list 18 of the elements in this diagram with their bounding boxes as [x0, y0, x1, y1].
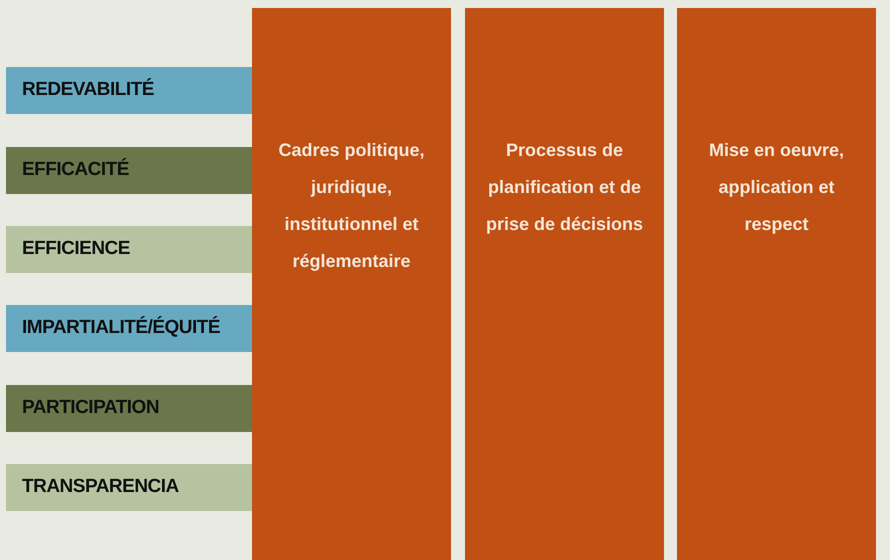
principle-band — [6, 385, 252, 432]
stage-column — [252, 8, 451, 560]
band-label: EFFICACITÉ — [22, 159, 129, 181]
band-label: IMPARTIALITÉ/ÉQUITÉ — [22, 317, 220, 339]
band-label: REDEVABILITÉ — [22, 79, 154, 101]
band-label: EFFICIENCE — [22, 238, 130, 260]
stage-column — [465, 8, 664, 560]
column-label: Mise en oeuvre, application et respect — [708, 139, 846, 236]
principle-band — [6, 147, 252, 194]
principle-band — [6, 67, 252, 114]
principle-band — [6, 226, 252, 273]
band-label: PARTICIPATION — [22, 397, 160, 419]
principle-band — [6, 464, 252, 511]
stage-column — [677, 8, 876, 560]
band-label: TRANSPARENCIA — [22, 476, 179, 498]
column-label: Processus de planification et de prise de décisions — [484, 139, 644, 236]
principle-band — [6, 305, 252, 352]
column-label: Cadres politique, juridique, institutionnel et réglementaire — [277, 139, 426, 273]
